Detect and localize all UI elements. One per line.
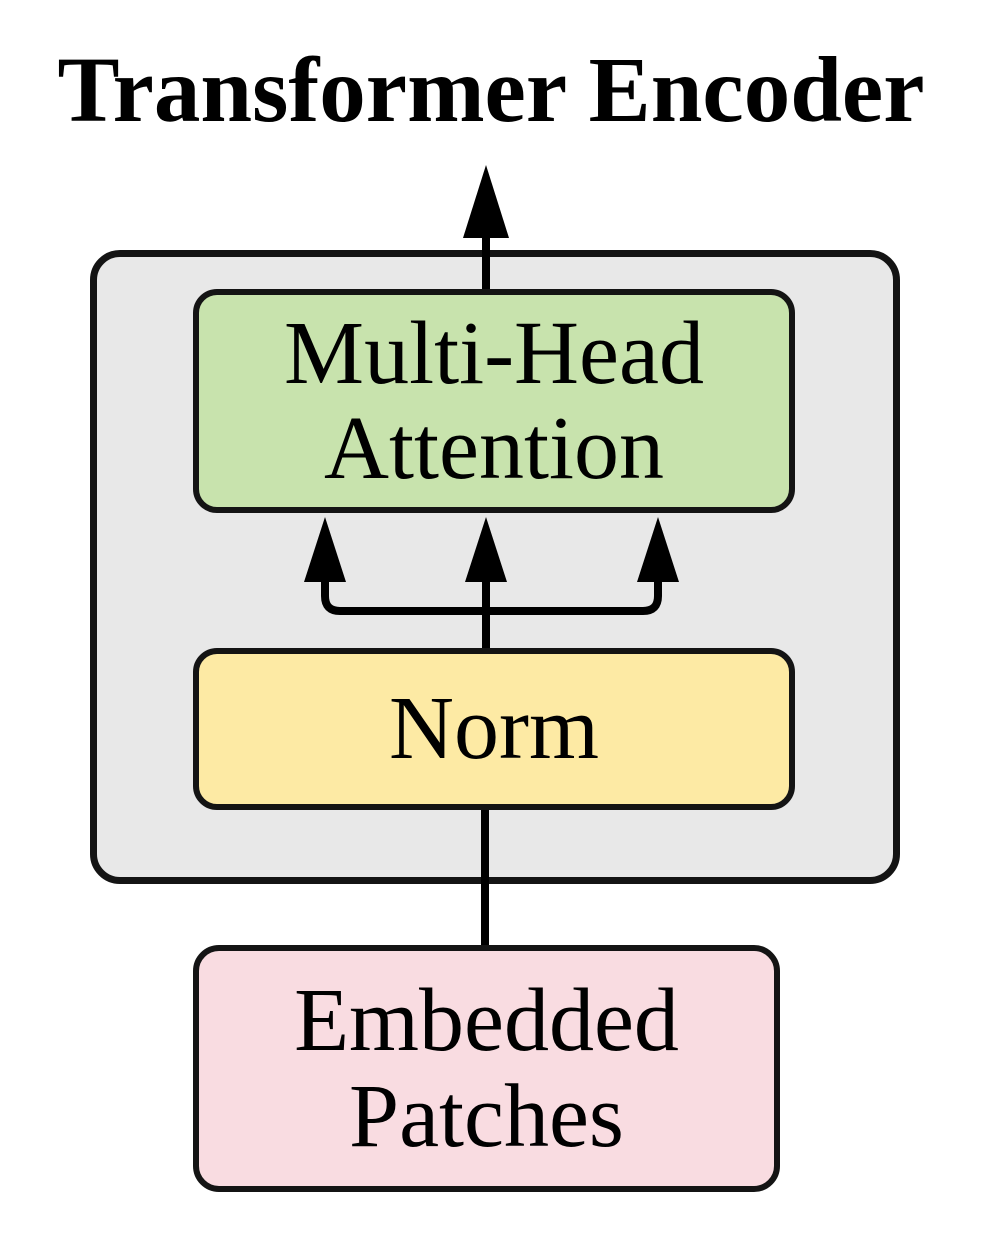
diagram-title: Transformer Encoder — [57, 39, 925, 142]
norm-node: Norm — [193, 648, 795, 810]
multi-head-attention-node: Multi-Head Attention — [193, 289, 795, 513]
arrowhead-up-icon — [463, 165, 509, 238]
embedded-patches-label-line1: Embedded — [294, 971, 679, 1071]
norm-label: Norm — [389, 679, 599, 779]
embedded-patches-node: Embedded Patches — [193, 945, 780, 1192]
embedded-patches-label-line2: Patches — [349, 1066, 624, 1166]
multi-head-attention-label-line1: Multi-Head — [284, 303, 704, 403]
multi-head-attention-label-line2: Attention — [324, 399, 664, 498]
